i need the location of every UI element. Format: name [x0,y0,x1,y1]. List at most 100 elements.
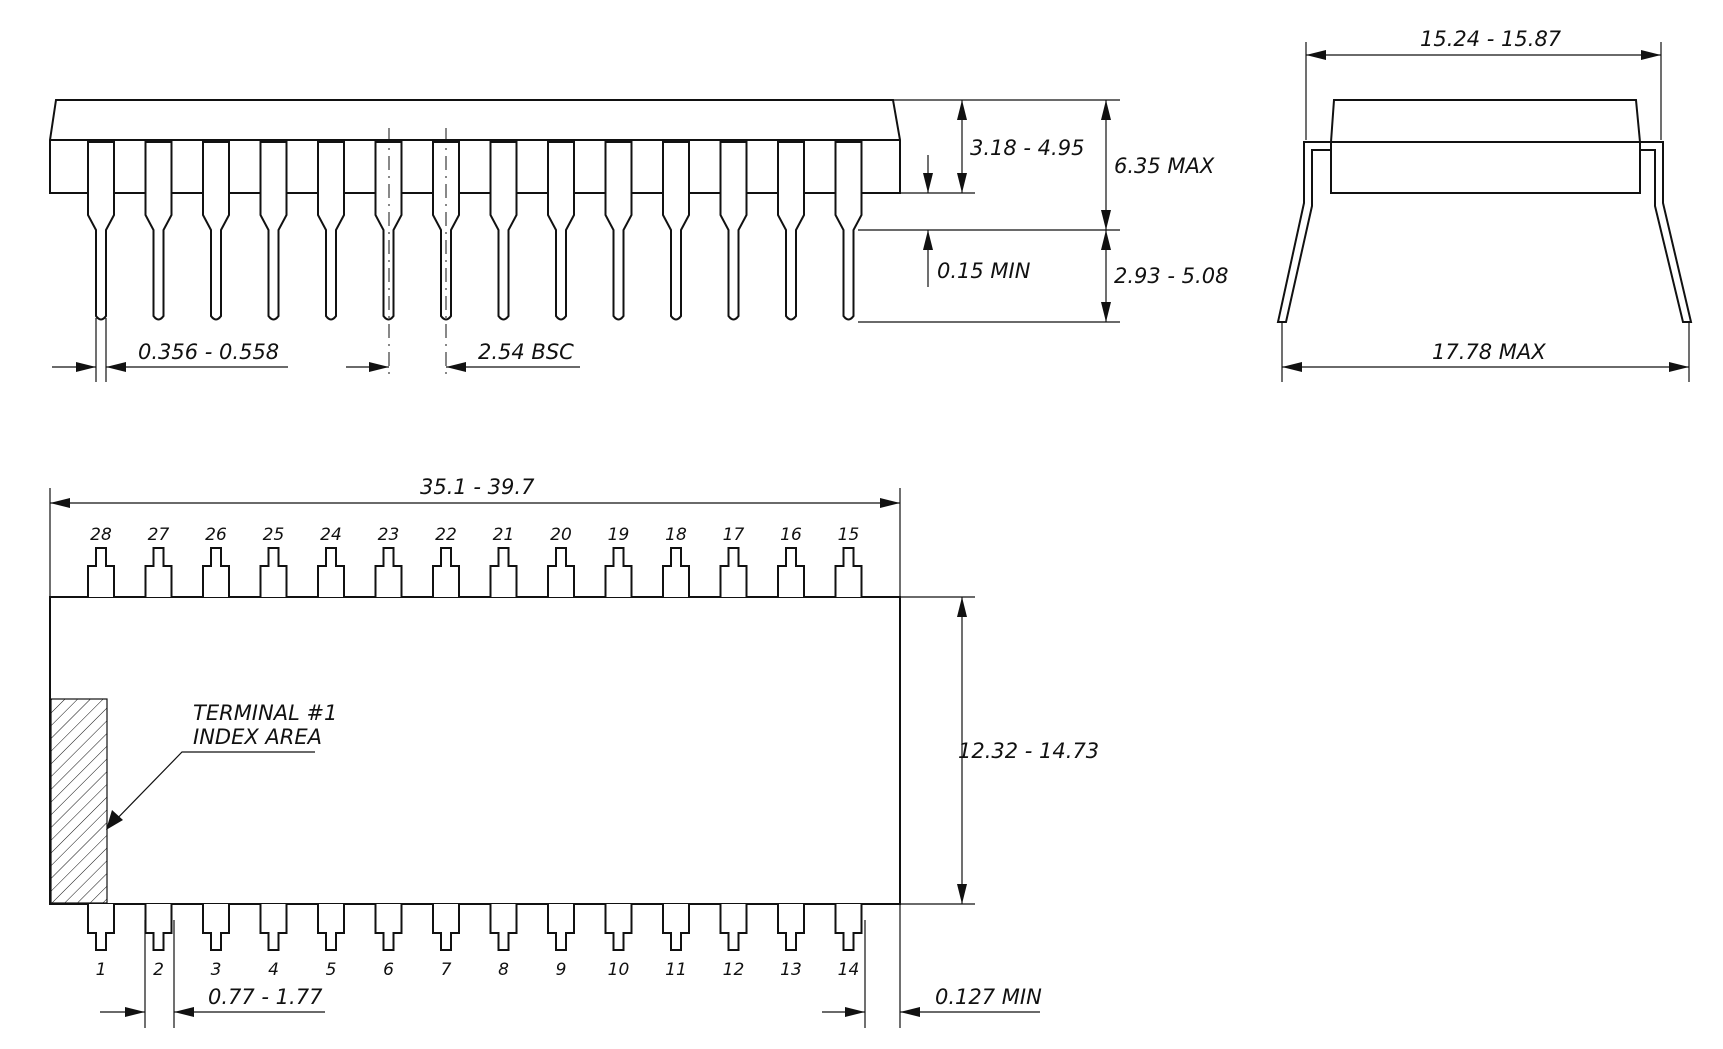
pin-number: 5 [326,960,337,980]
side-lead [259,141,288,321]
top-lead [432,547,460,597]
top-lead [374,547,403,597]
end-view: 15.24 - 15.87 17.78 MAX [1276,27,1693,382]
label-row-spacing: 15.24 - 15.87 [1420,27,1562,51]
side-lead [662,141,690,321]
label-lead-span: 17.78 MAX [1432,340,1546,364]
pin-number: 19 [608,525,630,545]
top-pin-numbers: 28 27 26 25 24 23 22 21 20 19 18 17 16 15 [90,525,859,545]
pin-number: 27 [148,525,170,545]
side-lead [489,141,518,321]
side-lead [719,141,748,321]
side-leads [87,141,863,321]
bottom-lead [662,904,690,951]
bottom-lead [547,904,575,951]
bottom-lead [719,904,748,951]
side-lead [777,141,805,321]
top-lead [662,547,690,597]
top-body [49,596,901,905]
pin-number: 17 [723,525,745,545]
top-lead [547,547,575,597]
pin-number: 6 [383,960,394,980]
pin-number: 21 [493,525,515,545]
pin-number: 23 [378,525,400,545]
top-lead [777,547,805,597]
pin-number: 9 [556,960,567,980]
pin-number: 3 [211,960,222,980]
side-body [49,99,901,194]
pin-number: 10 [608,960,630,980]
label-standoff: 0.15 MIN [937,259,1031,283]
bottom-lead [202,904,230,951]
bottom-lead [777,904,805,951]
top-lead [489,547,518,597]
end-body [1330,99,1641,194]
end-lead-left [1276,141,1331,323]
index-leader-line [107,751,315,829]
pin-number: 11 [665,960,687,980]
label-total-height: 6.35 MAX [1114,154,1215,178]
side-lead [317,141,345,321]
side-lead [374,141,403,321]
top-lead [87,547,115,597]
index-label-line1: TERMINAL #1 [193,701,337,725]
bottom-lead [317,904,345,951]
bottom-row-leads [87,904,863,951]
bottom-lead [87,904,115,951]
label-lead-width: 0.356 - 0.558 [138,340,279,364]
pin-number: 26 [205,525,227,545]
top-lead [202,547,230,597]
top-lead [317,547,345,597]
index-leader-arrow [106,810,123,830]
pin-number: 25 [263,525,285,545]
pin-number: 22 [435,525,457,545]
bottom-lead [144,904,173,951]
label-body-width: 12.32 - 14.73 [958,739,1099,763]
index-label-line2: INDEX AREA [193,725,322,749]
side-lead [202,141,230,321]
end-lead-right [1640,141,1693,323]
pin-number: 2 [153,960,164,980]
bottom-lead [834,904,863,951]
side-lead [834,141,863,321]
label-end-clearance: 0.127 MIN [935,985,1042,1009]
top-lead [144,547,173,597]
side-view: 3.18 - 4.95 6.35 MAX 0.15 MIN 2.93 - 5.0… [49,99,1228,382]
pin-number: 1 [96,960,107,980]
bottom-lead [489,904,518,951]
pin-number: 12 [723,960,745,980]
label-body-height: 3.18 - 4.95 [970,136,1084,160]
pin-number: 18 [665,525,687,545]
top-lead [834,547,863,597]
pin-number: 7 [441,960,452,980]
side-lead [144,141,173,321]
pin-number: 15 [838,525,860,545]
pin-number: 20 [550,525,572,545]
pin-number: 14 [838,960,860,980]
side-lead [604,141,633,321]
side-lead [432,141,460,321]
bottom-lead [604,904,633,951]
label-body-length: 35.1 - 39.7 [420,475,535,499]
pin-number: 16 [780,525,802,545]
pin-number: 24 [320,525,342,545]
pin-number: 8 [498,960,509,980]
label-shoulder-width: 0.77 - 1.77 [208,985,323,1009]
side-lead [87,141,115,321]
bottom-lead [374,904,403,951]
pin-number: 4 [268,960,279,980]
top-lead [719,547,748,597]
pin-number: 13 [780,960,802,980]
top-row-leads [87,547,863,597]
label-lead-length: 2.93 - 5.08 [1114,264,1228,288]
terminal-1-index-area [50,698,108,904]
top-lead [259,547,288,597]
bottom-lead [259,904,288,951]
pin-number: 28 [90,525,112,545]
side-lead [547,141,575,321]
bottom-lead [432,904,460,951]
